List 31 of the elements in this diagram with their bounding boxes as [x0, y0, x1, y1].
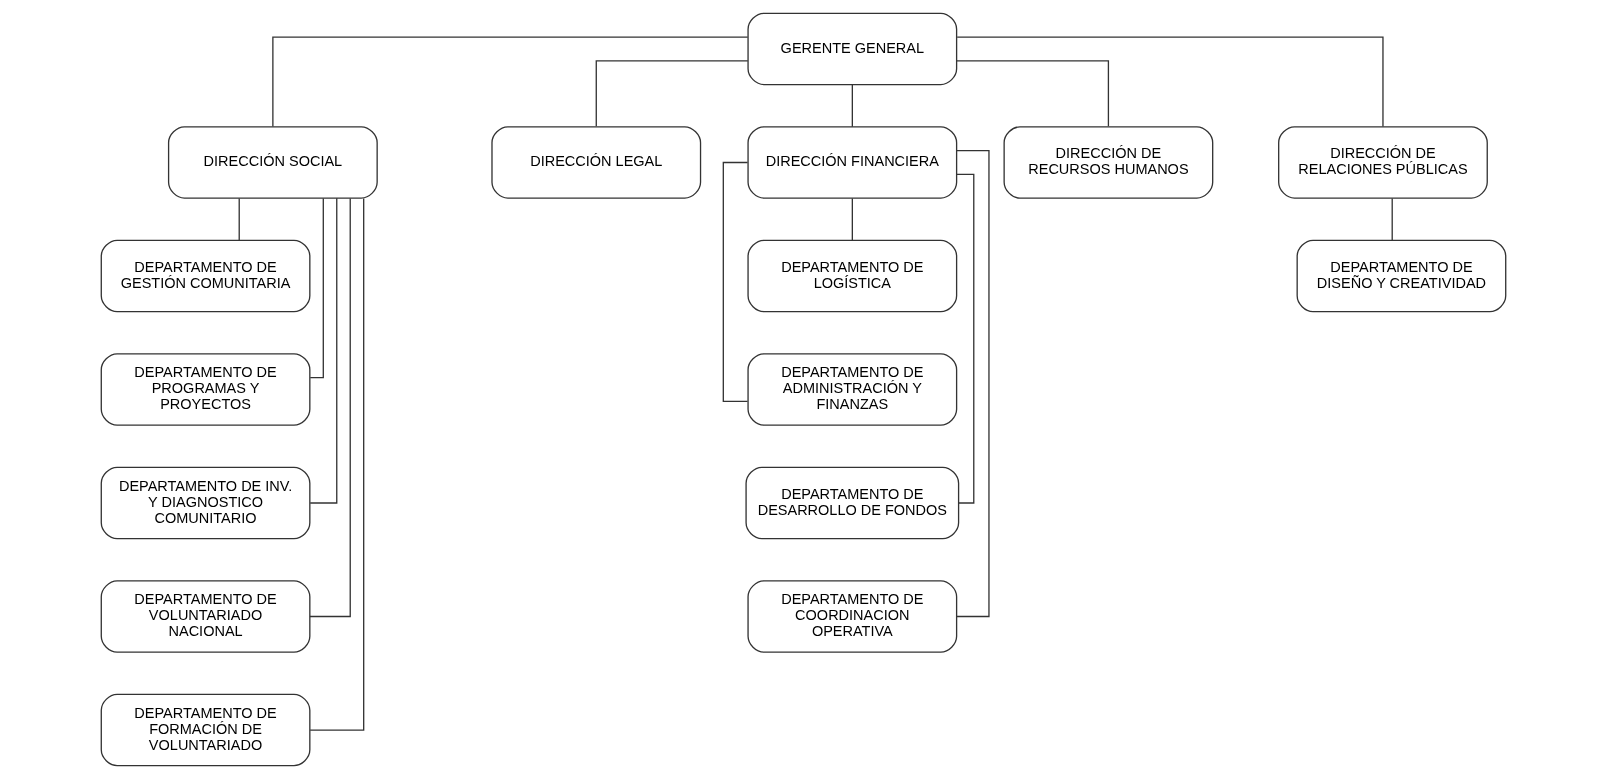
connector — [271, 36, 748, 128]
node-box: DEPARTAMENTO DE PROGRAMAS Y PROYECTOS — [100, 353, 310, 426]
connector — [238, 197, 240, 241]
connector — [956, 36, 1384, 128]
node-box: DEPARTAMENTO DE INV. Y DIAGNOSTICO COMUNITARIO — [100, 466, 310, 540]
node-box: DEPARTAMENTO DE FORMACIÓN DE VOLUNTARIADO — [100, 693, 310, 767]
connector — [309, 197, 364, 731]
connector — [955, 60, 1109, 127]
node-box: DEPARTAMENTO DE LOGÍSTICA — [746, 239, 957, 313]
node-box: DEPARTAMENTO DE GESTIÓN COMUNITARIA — [100, 239, 310, 313]
connector — [1391, 197, 1393, 241]
node-box: GERENTE GENERAL — [746, 12, 957, 86]
connector — [851, 197, 853, 241]
node-box: DEPARTAMENTO DE ADMINISTRACIÓN Y FINANZAS — [746, 353, 957, 426]
connector — [955, 173, 974, 504]
connector — [595, 60, 748, 127]
node-box: DEPARTAMENTO DE COORDINACION OPERATIVA — [746, 580, 957, 653]
connector — [955, 149, 990, 618]
connector — [309, 197, 337, 504]
node-box: DEPARTAMENTO DE DESARROLLO DE FONDOS — [744, 466, 959, 540]
node-box: DEPARTAMENTO DE DISEÑO Y CREATIVIDAD — [1296, 239, 1506, 313]
node-box: DIRECCIÓN FINANCIERA — [746, 126, 957, 199]
node-box: DEPARTAMENTO DE VOLUNTARIADO NACIONAL — [100, 580, 310, 653]
node-box: DIRECCIÓN DE RECURSOS HUMANOS — [1002, 126, 1213, 199]
node-box: DIRECCIÓN LEGAL — [490, 126, 701, 199]
node-box: DIRECCIÓN DE RELACIONES PÚBLICAS — [1277, 126, 1488, 199]
connector — [309, 197, 324, 379]
node-box: DIRECCIÓN SOCIAL — [167, 126, 378, 199]
connector — [851, 84, 853, 128]
connector — [722, 161, 748, 403]
connector — [308, 197, 351, 618]
